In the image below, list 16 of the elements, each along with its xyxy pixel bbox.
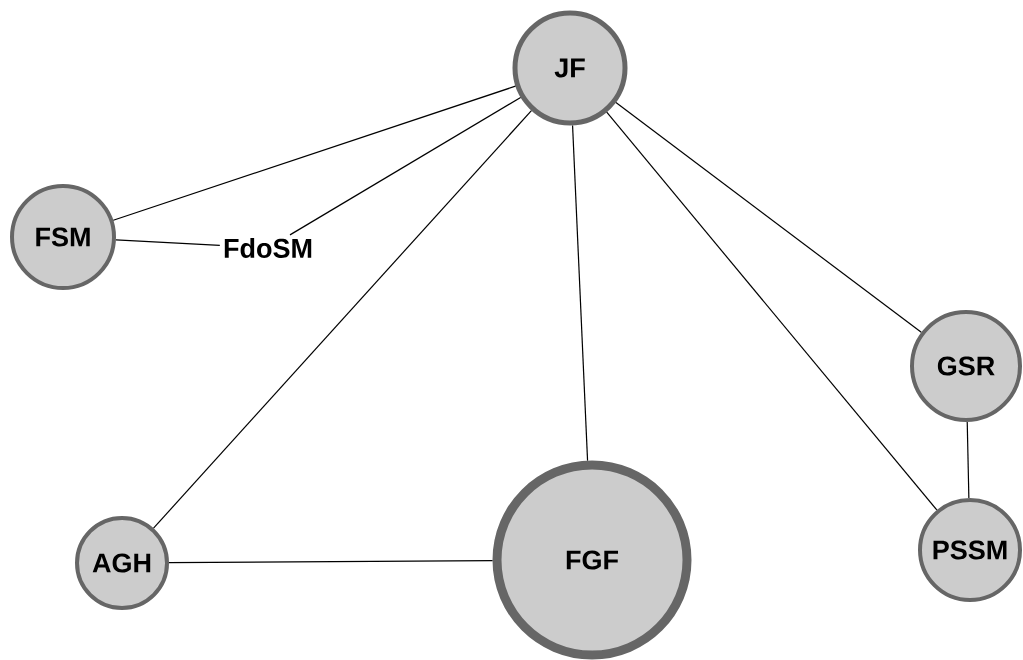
circle-node: GSR [910, 310, 1022, 422]
connector-line [112, 85, 517, 221]
circle-node: FGF [492, 460, 692, 660]
circle-node: PSSM [918, 498, 1022, 602]
connector-line [115, 239, 221, 246]
circle-node: FSM [10, 184, 116, 290]
node-label: FdoSM [224, 238, 312, 258]
connector-line [966, 421, 970, 499]
circle-node: AGH [75, 516, 169, 610]
connector-line [606, 111, 938, 511]
circle-node: JF [512, 10, 628, 126]
connector-line [152, 110, 532, 529]
connector-line [168, 560, 494, 564]
connector-line [289, 96, 522, 236]
connector-line [615, 101, 922, 333]
connector-line [571, 124, 589, 462]
